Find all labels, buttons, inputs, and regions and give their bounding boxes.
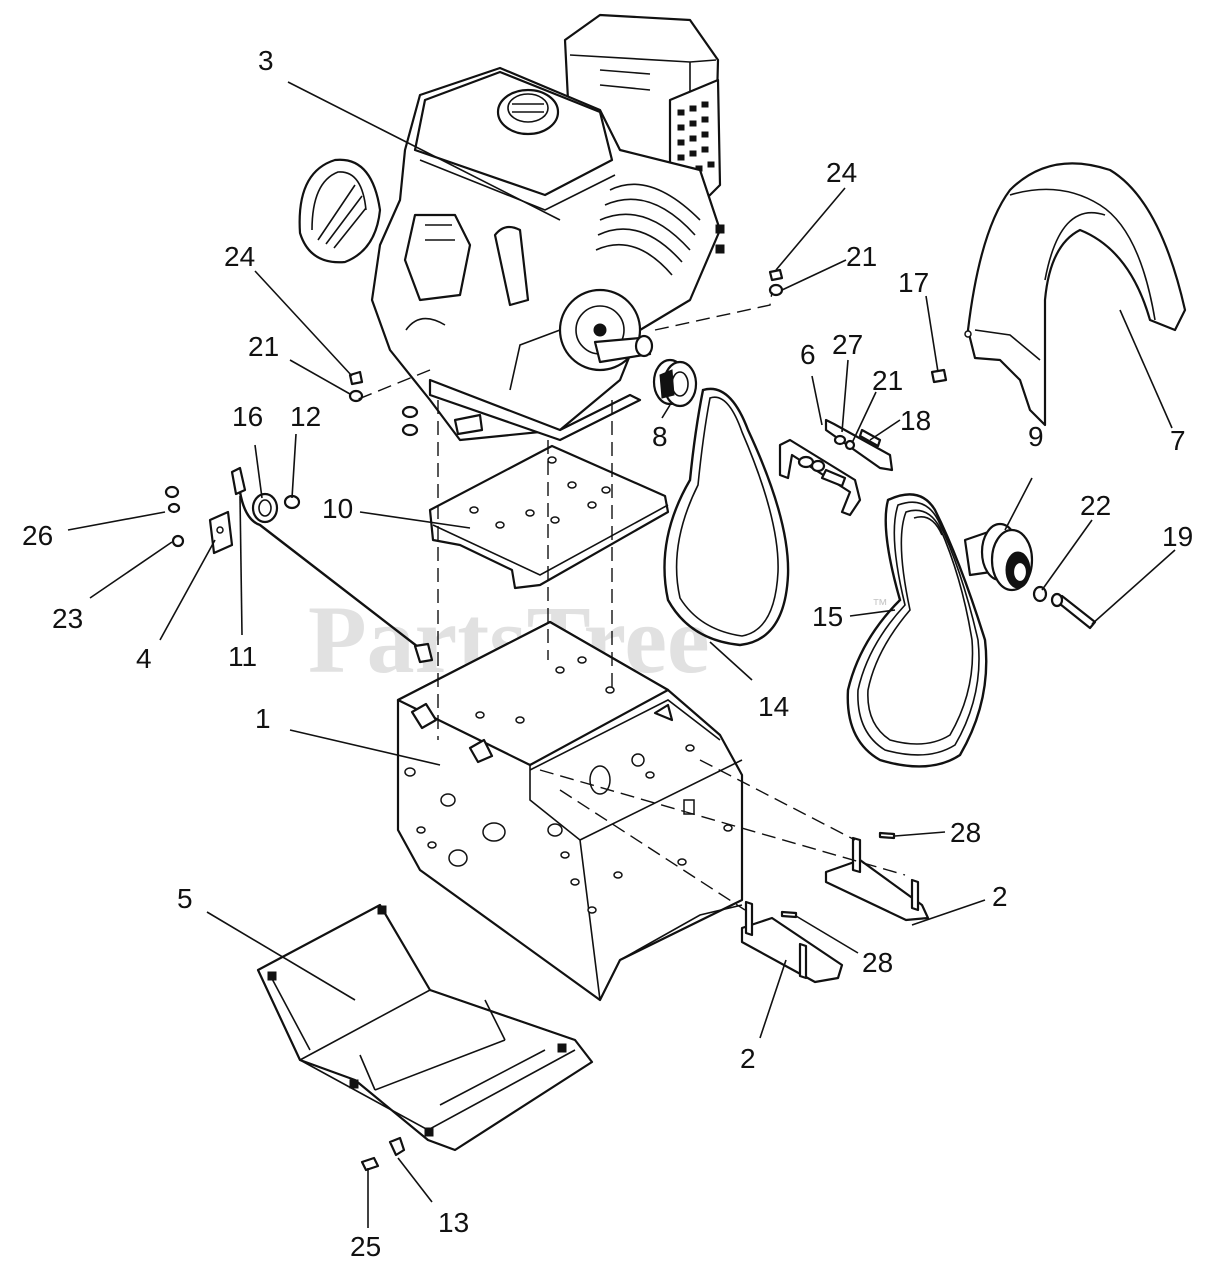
callout-5: 5 [177, 883, 193, 914]
lower-cover-part-5[interactable] [256, 903, 594, 1152]
callout-15: 15 [812, 601, 843, 632]
hardware-26[interactable] [164, 485, 181, 514]
hardware-13[interactable] [388, 1136, 406, 1157]
frame-part-1[interactable] [396, 620, 744, 1002]
engine-part-3[interactable] [298, 13, 725, 442]
callout-16: 16 [232, 401, 263, 432]
callout-19: 19 [1162, 521, 1193, 552]
callout-7: 7 [1170, 425, 1186, 456]
hardware-28-right[interactable] [878, 831, 896, 840]
callout-24-left: 24 [224, 241, 255, 272]
callout-12: 12 [290, 401, 321, 432]
watermark-tm: ™ [872, 597, 888, 614]
bracket-part-4[interactable] [208, 510, 234, 555]
callout-22: 22 [1080, 490, 1111, 521]
assembly-lines [355, 291, 906, 911]
hardware-24-left[interactable] [348, 370, 364, 386]
callout-2-right: 2 [992, 881, 1008, 912]
pulley-part-9[interactable] [963, 522, 1034, 592]
hardware-24-right[interactable] [768, 268, 784, 282]
callout-10: 10 [322, 493, 353, 524]
hardware-21-left[interactable] [348, 389, 364, 403]
callout-6: 6 [800, 339, 816, 370]
callout-26: 26 [22, 520, 53, 551]
leader-lines [67, 81, 1176, 1228]
pulley-part-8[interactable] [652, 358, 698, 408]
callout-21-left: 21 [248, 331, 279, 362]
callout-4: 4 [136, 643, 152, 674]
callout-28-right: 28 [950, 817, 981, 848]
callout-17: 17 [898, 267, 929, 298]
cable-part-11[interactable] [230, 466, 434, 664]
callout-21-right: 21 [846, 241, 877, 272]
hardware-17[interactable] [930, 368, 948, 384]
callout-25: 25 [350, 1231, 381, 1262]
hardware-28-left[interactable] [780, 910, 798, 919]
belt-cover-part-7[interactable] [964, 162, 1187, 427]
callout-21-bracket: 21 [872, 365, 903, 396]
callout-11: 11 [228, 641, 257, 672]
callout-14: 14 [758, 691, 789, 722]
hardware-22[interactable] [1032, 585, 1048, 603]
belt-part-14[interactable] [663, 387, 790, 647]
grommet-part-16[interactable] [251, 492, 279, 524]
callout-28-left: 28 [862, 947, 893, 978]
hardware-23[interactable] [171, 534, 185, 548]
callout-13: 13 [438, 1207, 469, 1238]
callout-8: 8 [652, 421, 668, 452]
callout-9: 9 [1028, 421, 1044, 452]
belt-part-15[interactable] [846, 493, 988, 768]
bracket-part-2-left[interactable] [740, 900, 844, 984]
callout-1: 1 [255, 703, 271, 734]
bolt-part-19[interactable] [1050, 592, 1097, 630]
hardware-25[interactable] [360, 1156, 380, 1172]
callout-24-right: 24 [826, 157, 857, 188]
callout-labels: 3 1 5 10 26 23 4 11 16 12 24 21 24 21 17… [22, 45, 1193, 1262]
bracket-part-2-right[interactable] [824, 836, 930, 922]
callout-18: 18 [900, 405, 931, 436]
callout-2-left: 2 [740, 1043, 756, 1074]
engine-mount-hardware [401, 405, 419, 437]
callout-27: 27 [832, 329, 863, 360]
engine-plate-part-10[interactable] [428, 444, 670, 590]
idler-bracket-part-6[interactable] [778, 418, 894, 517]
callout-23: 23 [52, 603, 83, 634]
callout-3: 3 [258, 45, 274, 76]
